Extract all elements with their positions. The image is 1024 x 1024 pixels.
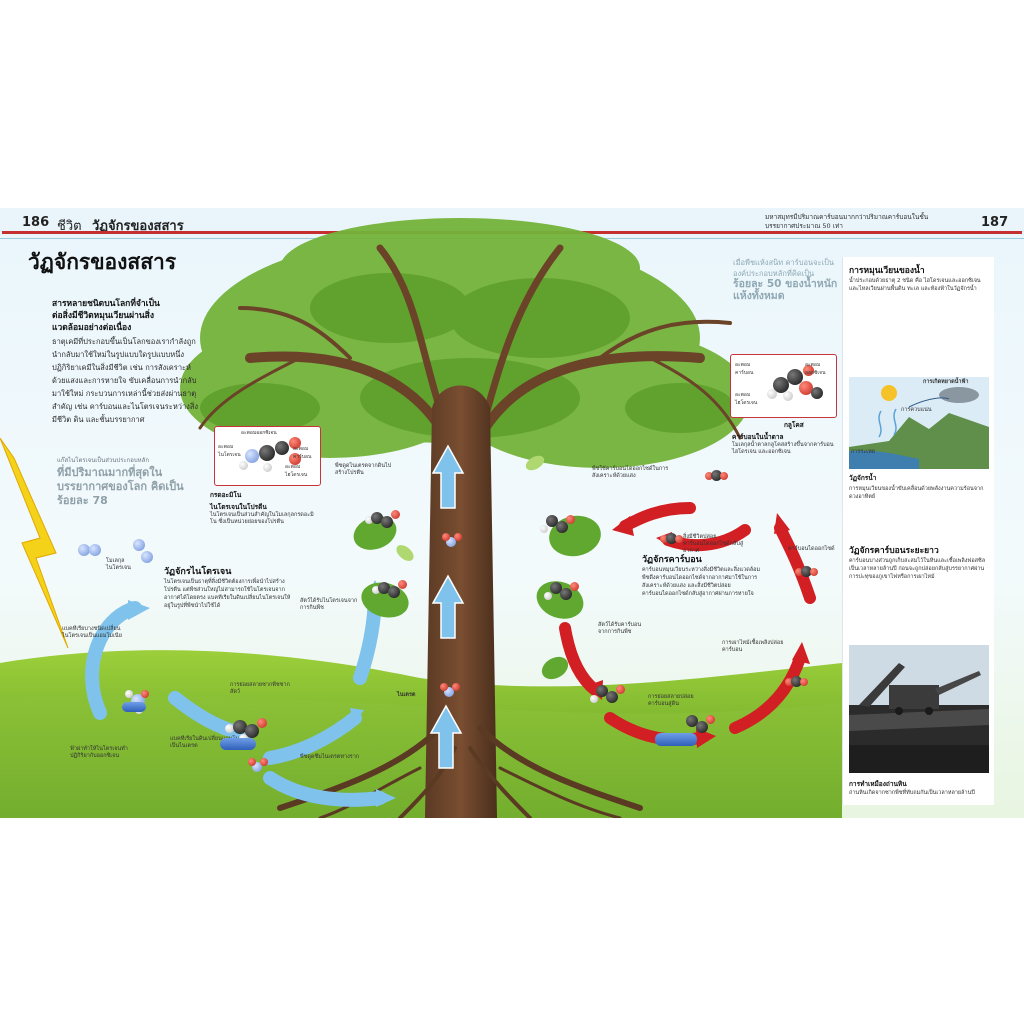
ammonia-label: แบคทีเรียในดินเปลี่ยนแอมโมเนียเป็นไนเตรต	[170, 736, 248, 749]
glucose-label-h: อะตอมไฮโดรเจน	[735, 392, 758, 406]
animal-nitrogen-label: สัตว์ได้รับไนโตรเจนจากการกินพืช	[300, 598, 358, 611]
water-cycle-illustration	[849, 377, 989, 469]
long-carbon-title: วัฏจักรคาร์บอนระยะยาว	[849, 546, 939, 556]
water-cycle-text: น้ำประกอบด้วยธาตุ 2 ชนิด คือ ไฮโดรเจนและ…	[849, 278, 981, 292]
precipitation-label: การเกิดหยาดน้ำฟ้า	[923, 379, 969, 385]
tree-illustration	[0, 218, 842, 818]
carbon-cycle-title: วัฏจักรคาร์บอน	[642, 555, 702, 565]
amino-label-h: อะตอมไฮโดรเจน	[285, 464, 308, 478]
amino-label-o: อะตอมออกซิเจน	[241, 430, 277, 436]
decay-nitrogen-label: การย่อยสลายซากพืชซากสัตว์	[230, 682, 290, 695]
sidebar: การหมุนเวียนของน้ำ น้ำประกอบด้วยธาตุ 2 ช…	[842, 257, 994, 805]
soil-bacteria-1	[122, 702, 146, 712]
left-pullquote-big: ที่มีปริมาณมากที่สุดในบรรยากาศของโลก คิด…	[57, 466, 184, 507]
amino-caption: กรดอะมิโน	[210, 491, 242, 499]
fossil-carbon-label: การเผาไหม้เชื้อเพลิงปล่อยคาร์บอน	[722, 640, 784, 653]
decay-carbon-label: การย่อยสลายปล่อยคาร์บอนสู่ดิน	[648, 694, 694, 707]
coal-mine-photo	[849, 645, 989, 773]
coal-caption: ถ่านหินเกิดจากซากพืชที่ทับถมกันเป็นเวลาห…	[849, 790, 975, 796]
amino-acid-box: อะตอมออกซิเจน อะตอมไนโตรเจน อะตอมคาร์บอน…	[214, 426, 321, 486]
header-title: วัฏจักรของสสาร	[92, 219, 184, 234]
decomposer-bacteria	[655, 733, 697, 746]
amino-label-n: อะตอมไนโตรเจน	[218, 444, 241, 458]
photosynthesis-label: พืชใช้คาร์บอนไดออกไซด์ในการสังเคราะห์ด้ว…	[592, 466, 669, 479]
water-caption-title: วัฏจักรน้ำ	[849, 474, 877, 482]
left-page-number: 186	[22, 215, 50, 230]
lightning-reaction-label: ฟ้าผ่าทำให้ไนโตรเจนทำปฏิกิริยากับออกซิเจ…	[70, 746, 128, 759]
water-caption: การหมุนเวียนของน้ำขับเคลื่อนด้วยพลังงานค…	[849, 486, 984, 500]
nitrogen-cycle-text: ไนโตรเจนเป็นธาตุที่สิ่งมีชีวิตต้องการเพื…	[164, 579, 291, 609]
soil-bacteria-2	[220, 738, 256, 750]
roots-label: พืชดูดซึมไนเตรตทางราก	[300, 754, 360, 760]
water-cycle-title: การหมุนเวียนของน้ำ	[849, 266, 925, 276]
amino-box-title: ไนโตรเจนในโปรตีน	[210, 503, 267, 511]
condensation-label: การควบแน่น	[901, 407, 932, 413]
respiration-label: สิ่งมีชีวิตปล่อยคาร์บอนไดออกไซด์กลับสู่อ…	[683, 534, 744, 554]
right-pullquote-big: ร้อยละ 50 ของน้ำหนักแห้งทั้งหมด	[733, 278, 838, 302]
right-page-number: 187	[981, 215, 1009, 230]
book-spread: 186 ชีวิต วัฏจักรของสสาร มหาสมุทรมีปริมา…	[0, 208, 1024, 818]
plant-uptake-label: พืชดูดไนเตรตจากดินไปสร้างโปรตีน	[335, 463, 392, 476]
nitrate-label: ไนเตรต	[397, 692, 416, 698]
long-carbon-text: คาร์บอนบางส่วนถูกเก็บสะสมไว้ในหินและเชื้…	[849, 558, 986, 580]
glucose-caption: กลูโคส	[784, 421, 804, 429]
lead-paragraph: สารหลายชนิดบนโลกที่จำเป็นต่อสิ่งมีชีวิตห…	[52, 299, 160, 333]
header-quote: มหาสมุทรมีปริมาณคาร์บอนมากกว่าปริมาณคาร์…	[765, 213, 929, 230]
bacteria-fixation-label: แบคทีเรียบางชนิดเปลี่ยนไนโตรเจนเป็นแอมโม…	[62, 626, 122, 639]
glucose-box: อะตอมคาร์บอน อะตอมออกซิเจน อะตอมไฮโดรเจน	[730, 354, 837, 418]
section-label: ชีวิต	[57, 219, 82, 234]
left-pullquote-small: แก๊สไนโตรเจนเป็นส่วนประกอบหลัก	[57, 457, 149, 464]
amino-box-text: ไนโตรเจนเป็นส่วนสำคัญในโมเลกุลกรดอะมิโน …	[210, 512, 314, 525]
glucose-label-c: อะตอมคาร์บอน	[735, 362, 754, 376]
coal-caption-title: การทำเหมืองถ่านหิน	[849, 780, 907, 788]
glucose-box-title: คาร์บอนในน้ำตาล	[732, 433, 784, 441]
right-pullquote-small: เมื่อพืชแห้งสนิท คาร์บอนจะเป็นองค์ประกอบ…	[733, 258, 835, 278]
n2-label: โมเลกุลไนโตรเจน	[106, 558, 131, 571]
carbon-cycle-text: คาร์บอนหมุนเวียนระหว่างสิ่งมีชีวิตและสิ่…	[642, 567, 761, 597]
page-title: วัฏจักรของสสาร	[28, 250, 177, 274]
glucose-label-o: อะตอมออกซิเจน	[805, 362, 826, 376]
animal-carbon-label: สัตว์ได้รับคาร์บอนจากการกินพืช	[598, 622, 642, 635]
amino-label-c: อะตอมคาร์บอน	[293, 446, 312, 460]
evaporation-label: การระเหย	[851, 449, 876, 455]
glucose-box-text: โมเลกุลน้ำตาลกลูโคสสร้างขึ้นจากคาร์บอน ไ…	[732, 442, 834, 455]
nitrogen-cycle-title: วัฏจักรไนโตรเจน	[164, 567, 232, 577]
intro-paragraph: ธาตุเคมีที่ประกอบขึ้นเป็นโลกของเรากำลังถ…	[52, 337, 199, 424]
co2-label: คาร์บอนไดออกไซด์	[788, 546, 835, 552]
